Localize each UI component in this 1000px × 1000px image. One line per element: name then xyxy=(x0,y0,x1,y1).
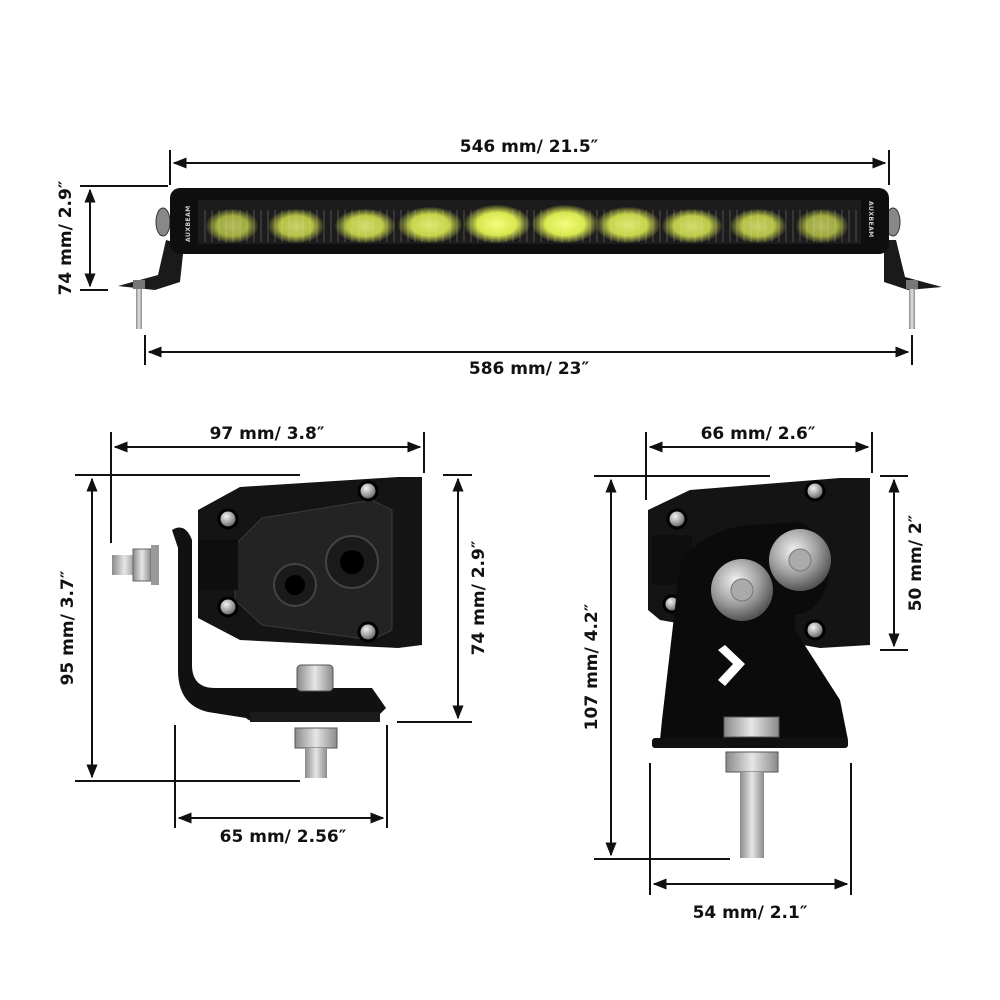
brand-logo-left: AUXBEAM xyxy=(185,205,192,242)
lens-ribs xyxy=(204,210,857,242)
width-body-label: 546 mm/ 21.5″ xyxy=(460,137,599,157)
side-panel xyxy=(234,499,393,641)
end-bottom-nut xyxy=(725,751,779,773)
end-width-label: 66 mm/ 2.6″ xyxy=(701,424,816,444)
height-body-label: 74 mm/ 2.9″ xyxy=(469,540,489,655)
pivot-hub xyxy=(198,540,238,590)
side-view: 97 mm/ 3.8″ 95 mm/ 3.7″ 74 mm/ 2.9″ xyxy=(58,424,489,847)
end-bracket-width-label: 54 mm/ 2.1″ xyxy=(693,903,808,923)
left-end-knob xyxy=(155,207,171,237)
end-height-total-label: 107 mm/ 4.2″ xyxy=(582,603,602,730)
hex-socket-right xyxy=(788,548,812,572)
left-nut xyxy=(133,280,145,289)
depth-label: 97 mm/ 3.8″ xyxy=(210,424,325,444)
right-nut xyxy=(906,280,918,289)
bracket-nut xyxy=(294,727,338,749)
end-bracket-base xyxy=(652,738,848,748)
bracket-width-label: 65 mm/ 2.56″ xyxy=(220,827,347,847)
housing-screws xyxy=(217,480,379,643)
width-overall-label: 586 mm/ 23″ xyxy=(469,359,590,379)
left-mount-bracket xyxy=(118,240,184,290)
pivot-washer xyxy=(151,545,159,585)
end-view: 66 mm/ 2.6″ 107 mm/ 4.2″ 50 mm/ 2″ xyxy=(582,424,926,923)
height-total-label: 95 mm/ 3.7″ xyxy=(58,570,78,685)
side-l-bracket xyxy=(172,527,386,722)
chevron-cutout-icon xyxy=(718,645,745,686)
bracket-bolt-thread xyxy=(305,748,327,778)
pivot-bolt-thread xyxy=(112,555,137,575)
right-bolt xyxy=(909,289,915,329)
led-reflectors xyxy=(206,205,848,243)
breather-ports xyxy=(273,535,379,607)
left-bolt xyxy=(136,289,142,329)
end-bolt-thread xyxy=(740,772,764,858)
pivot-nut xyxy=(132,548,152,582)
height-label: 74 mm/ 2.9″ xyxy=(56,180,76,295)
bracket-cap-bolt xyxy=(296,664,334,692)
front-view: 546 mm/ 21.5″ 74 mm/ 2.9″ xyxy=(56,137,942,379)
bracket-foot xyxy=(250,712,380,722)
end-height-body-label: 50 mm/ 2″ xyxy=(906,514,926,611)
right-mount-bracket xyxy=(884,240,942,290)
end-top-nut xyxy=(723,716,780,738)
brand-logo-right: AUXBEAM xyxy=(867,201,874,238)
hex-socket-left xyxy=(730,578,754,602)
